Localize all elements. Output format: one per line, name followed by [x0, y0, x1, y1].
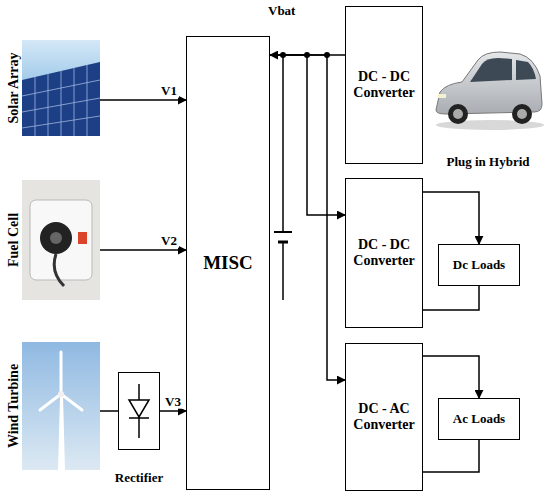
node-label: MISC [203, 252, 253, 274]
controller-box: MISC [186, 36, 270, 490]
return-wires [423, 286, 479, 472]
voltage-label: V2 [159, 234, 179, 248]
converter-box: DC - DC Converter [345, 178, 423, 328]
bus-label: Vbat [266, 4, 297, 18]
wind-turbine-photo [22, 342, 100, 470]
node-label: Solar Array [6, 53, 22, 124]
solar-photo [22, 40, 100, 136]
connector-arrow [160, 410, 186, 412]
connector-arrow [100, 99, 186, 101]
node-label: DC - DC Converter [350, 237, 418, 269]
node-label: Ac Loads [453, 412, 505, 427]
connector-arrow [270, 55, 345, 380]
converter-box: DC - DC Converter [345, 6, 423, 164]
diode-symbol [129, 384, 149, 438]
car-photo [436, 52, 544, 130]
connector-arrow [423, 192, 479, 244]
node-label: Wind Turbine [6, 364, 22, 448]
voltage-label: V3 [163, 395, 183, 409]
node-label: Plug in Hybrid [446, 155, 529, 170]
fuel-cell-photo [22, 180, 100, 300]
source-photo: Fuel Cell [4, 178, 100, 302]
connector-arrow [100, 410, 118, 412]
voltage-label: V1 [159, 84, 179, 98]
node-label: Rectifier [115, 471, 163, 486]
connector-arrow [270, 55, 345, 215]
connector-arrow [100, 249, 186, 251]
load-box: Dc Loads [438, 244, 520, 286]
source-photo: Wind Turbine [4, 340, 100, 472]
node-label: Dc Loads [453, 258, 505, 273]
node-label: DC - AC Converter [350, 401, 418, 433]
rectifier-box: Rectifier [118, 372, 160, 450]
node-label: Fuel Cell [6, 213, 22, 267]
converter-box: DC - AC Converter [345, 343, 423, 491]
source-photo: Solar Array [4, 38, 100, 138]
node-label: DC - DC Converter [350, 69, 418, 101]
load-box: Ac Loads [438, 398, 520, 440]
connector-arrow [423, 356, 479, 398]
battery-symbol [274, 55, 292, 300]
vehicle-photo: Plug in Hybrid [430, 26, 546, 172]
